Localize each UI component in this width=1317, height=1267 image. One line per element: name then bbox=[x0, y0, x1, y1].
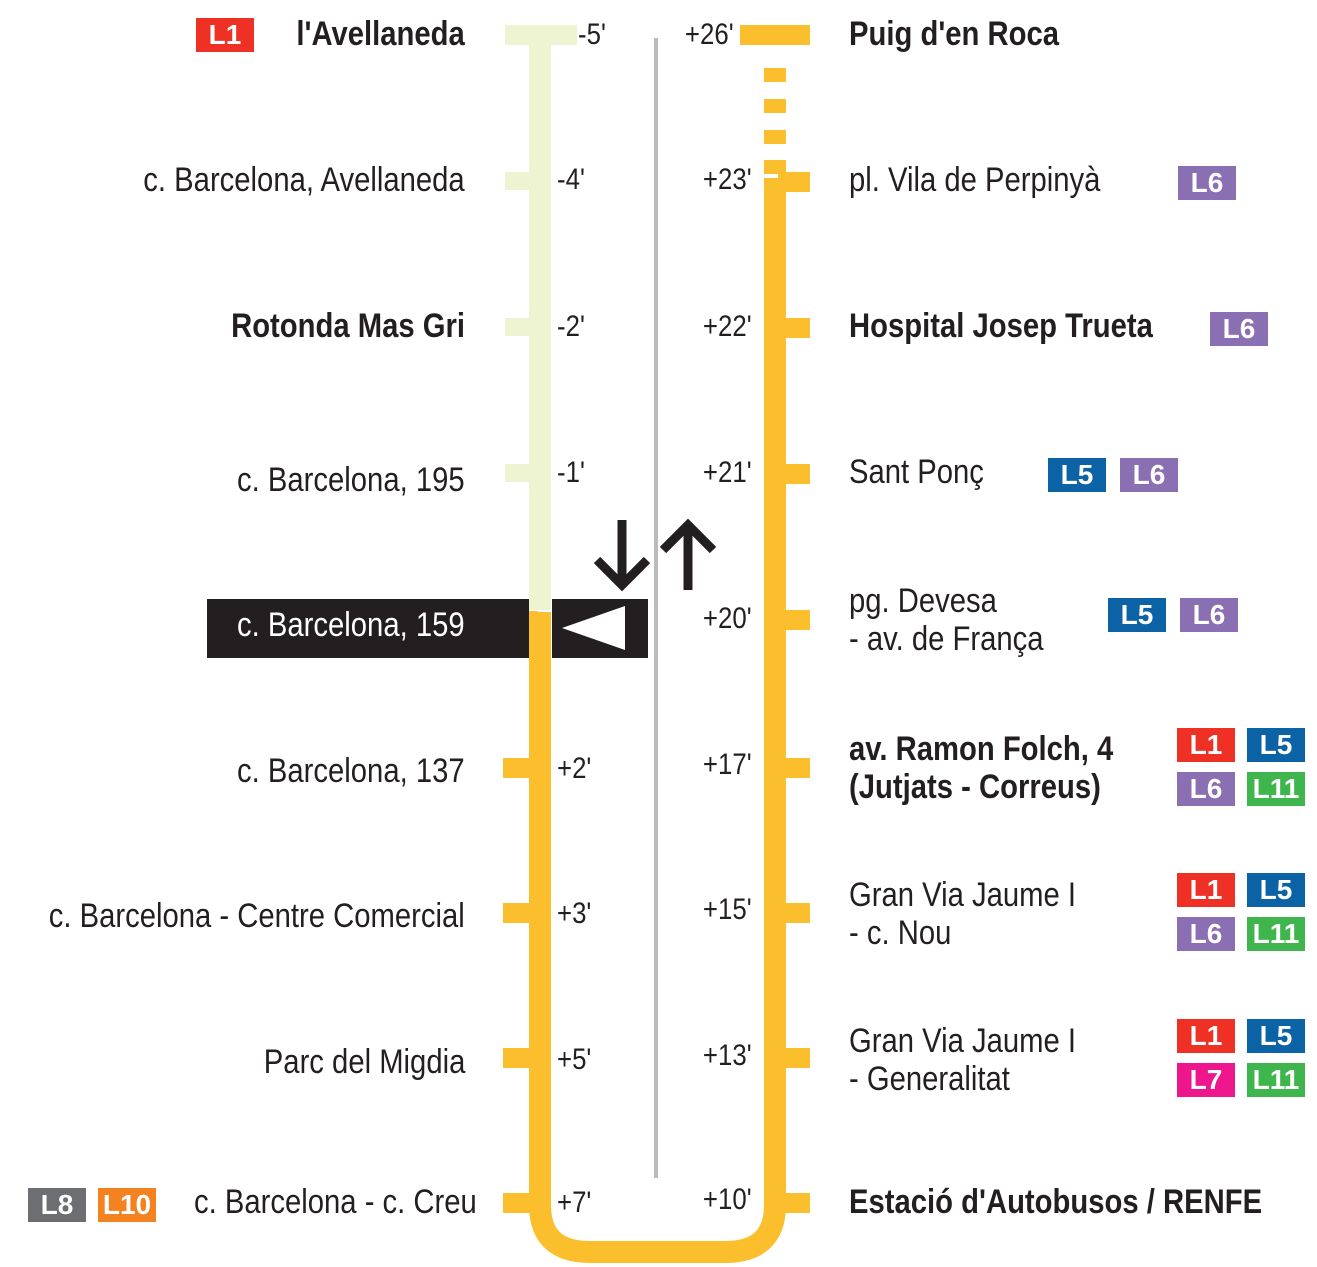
time-offset: -4' bbox=[557, 163, 585, 196]
stop-name: Estació d'Autobusos / RENFE bbox=[849, 1183, 1263, 1221]
route-cap-top bbox=[505, 25, 577, 45]
line-badge-L5: L5 bbox=[1247, 1019, 1305, 1053]
route-line-ahead bbox=[529, 178, 786, 1263]
line-badge-L5: L5 bbox=[1247, 728, 1305, 762]
arrow-down-icon bbox=[593, 520, 651, 592]
tick bbox=[778, 610, 810, 630]
time-offset: +20' bbox=[703, 602, 752, 635]
stop-name: Hospital Josep Trueta bbox=[849, 307, 1153, 345]
line-badge-L1: L1 bbox=[196, 18, 254, 52]
line-badge-L11: L11 bbox=[1247, 1063, 1305, 1097]
time-offset: +13' bbox=[703, 1039, 752, 1072]
tick bbox=[503, 1048, 538, 1068]
line-badge-L5: L5 bbox=[1048, 458, 1106, 492]
tick bbox=[778, 1193, 810, 1213]
tick bbox=[778, 903, 810, 923]
time-offset: +3' bbox=[557, 897, 592, 930]
stop-name: av. Ramon Folch, 4 (Jutjats - Correus) bbox=[849, 730, 1113, 806]
line-badge-L11: L11 bbox=[1247, 917, 1305, 951]
line-badge-L8: L8 bbox=[28, 1188, 86, 1222]
play-left-icon bbox=[562, 606, 625, 650]
line-badge-L5: L5 bbox=[1108, 598, 1166, 632]
time-offset: +17' bbox=[703, 748, 752, 781]
line-badge-L5: L5 bbox=[1247, 873, 1305, 907]
time-offset: +23' bbox=[703, 163, 752, 196]
stop-name: Parc del Migdia bbox=[263, 1043, 465, 1081]
line-badge-L6: L6 bbox=[1210, 312, 1268, 346]
route-dash bbox=[764, 99, 786, 113]
time-offset: +22' bbox=[703, 310, 752, 343]
stop-name-line1: pg. Devesa bbox=[849, 582, 997, 620]
stop-name: Puig d'en Roca bbox=[849, 15, 1060, 53]
stop-name-line1: av. Ramon Folch, 4 bbox=[849, 730, 1114, 768]
tick bbox=[778, 1048, 810, 1068]
line-badge-L1: L1 bbox=[1177, 1019, 1235, 1053]
time-offset: +21' bbox=[703, 456, 752, 489]
stop-name: Gran Via Jaume I - c. Nou bbox=[849, 876, 1076, 952]
stop-name-line2: - Generalitat bbox=[849, 1060, 1010, 1098]
line-badge-L1: L1 bbox=[1177, 728, 1235, 762]
time-offset: +5' bbox=[557, 1043, 592, 1076]
tick bbox=[503, 903, 538, 923]
stop-name-line2: - av. de França bbox=[849, 620, 1044, 658]
time-offset: +10' bbox=[703, 1183, 752, 1216]
stop-name: pg. Devesa - av. de França bbox=[849, 582, 1043, 658]
line-badge-L6: L6 bbox=[1177, 772, 1235, 806]
time-offset: -2' bbox=[557, 310, 585, 343]
line-badge-L6: L6 bbox=[1120, 458, 1178, 492]
current-stop-highlight bbox=[207, 599, 529, 658]
stop-name-line1: Gran Via Jaume I bbox=[849, 876, 1076, 914]
time-offset: +26' bbox=[685, 18, 734, 51]
stop-name-line1: Gran Via Jaume I bbox=[849, 1022, 1076, 1060]
stop-name: c. Barcelona, 137 bbox=[237, 752, 465, 790]
line-badge-L6: L6 bbox=[1177, 917, 1235, 951]
line-badge-L10: L10 bbox=[98, 1188, 156, 1222]
time-offset: +15' bbox=[703, 893, 752, 926]
time-offset: +2' bbox=[557, 752, 592, 785]
arrow-up-icon bbox=[659, 518, 717, 590]
stop-name: Gran Via Jaume I - Generalitat bbox=[849, 1022, 1076, 1098]
tick bbox=[778, 172, 810, 192]
tick bbox=[505, 318, 529, 336]
tick bbox=[505, 172, 529, 190]
time-offset: -5' bbox=[578, 18, 606, 51]
stop-name: c. Barcelona, 195 bbox=[237, 461, 465, 499]
line-badge-L6: L6 bbox=[1180, 598, 1238, 632]
stop-name: Sant Ponç bbox=[849, 453, 984, 491]
stop-name: c. Barcelona - c. Creu bbox=[194, 1183, 477, 1221]
line-badge-L6: L6 bbox=[1178, 166, 1236, 200]
time-offset: +7' bbox=[557, 1186, 592, 1219]
stop-name: l'Avellaneda bbox=[296, 15, 465, 53]
route-dash bbox=[764, 68, 786, 82]
stop-name: pl. Vila de Perpinyà bbox=[849, 161, 1101, 199]
tick bbox=[505, 464, 529, 482]
route-cap-terminus bbox=[740, 25, 810, 45]
route-dash bbox=[764, 130, 786, 144]
tick bbox=[503, 1193, 538, 1213]
tick bbox=[778, 464, 810, 484]
time-offset: -1' bbox=[557, 456, 585, 489]
stop-name: Rotonda Mas Gri bbox=[231, 307, 465, 345]
stop-name: c. Barcelona - Centre Comercial bbox=[48, 897, 465, 935]
stop-name: c. Barcelona, Avellaneda bbox=[143, 161, 465, 199]
line-badge-L7: L7 bbox=[1177, 1063, 1235, 1097]
current-stop-name: c. Barcelona, 159 bbox=[237, 606, 465, 644]
tick bbox=[778, 318, 810, 338]
stop-name-line2: - c. Nou bbox=[849, 914, 952, 952]
tick bbox=[778, 758, 810, 778]
tick bbox=[503, 758, 538, 778]
line-badge-L1: L1 bbox=[1177, 873, 1235, 907]
stop-name-line2: (Jutjats - Correus) bbox=[849, 768, 1101, 806]
line-badge-L11: L11 bbox=[1247, 772, 1305, 806]
route-dash bbox=[764, 160, 786, 174]
